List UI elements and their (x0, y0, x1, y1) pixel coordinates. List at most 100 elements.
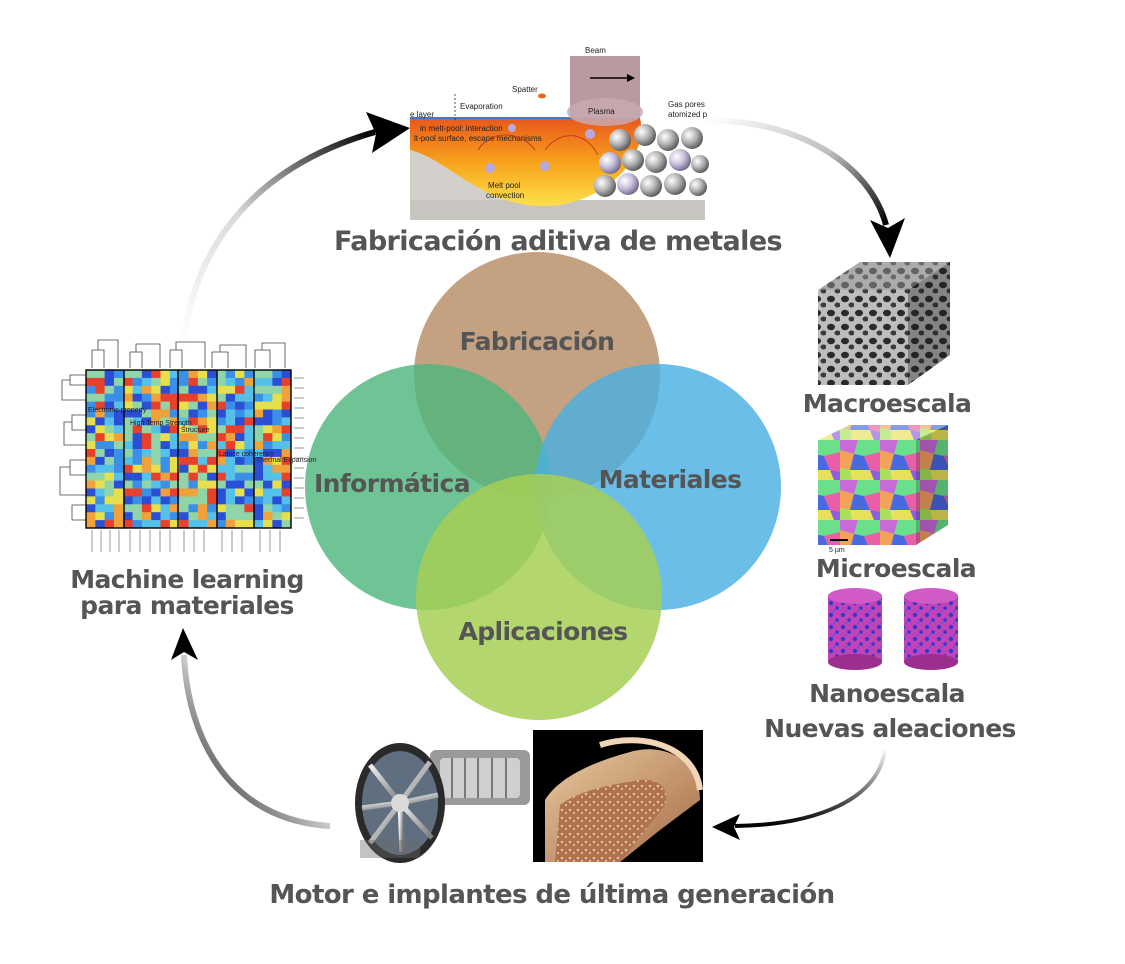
heatmap-group-structure: Structure (181, 427, 210, 434)
heatmap-cell (207, 464, 217, 473)
heatmap-cell (216, 417, 227, 426)
heatmap-cell (244, 480, 255, 489)
heatmap-cell (132, 401, 143, 410)
heatmap-cell (263, 417, 273, 426)
heatmap-cell (95, 393, 105, 402)
heatmap-cell (188, 449, 199, 458)
heatmap-cell (95, 417, 105, 426)
heatmap-cell (197, 496, 208, 505)
heatmap-cell (188, 393, 199, 402)
heatmap-cell (132, 377, 143, 387)
heatmap-cell (141, 393, 152, 402)
heatmap-cell (207, 449, 217, 458)
heatmap-cell (207, 401, 217, 410)
heatmap-cell (188, 441, 199, 450)
heatmap-group-electronic: Electronic property (88, 407, 147, 414)
heatmap-cell (244, 393, 255, 402)
heatmap-cell (141, 512, 152, 521)
heatmap-cell (216, 504, 227, 513)
heatmap-cell (272, 441, 282, 450)
heatmap-cell (263, 433, 273, 442)
heatmap-cell (253, 504, 264, 513)
heatmap-cell (86, 488, 96, 497)
heatmap-cell (104, 472, 115, 481)
heatmap-cell (151, 488, 161, 497)
heatmap-cell (253, 496, 264, 505)
heatmap-cell (281, 449, 292, 458)
heatmap-cell (253, 433, 264, 442)
heatmap-cell (225, 409, 236, 418)
heatmap-cell (179, 504, 189, 513)
powder-bed (594, 124, 709, 197)
heatmap-cell (263, 456, 273, 466)
gas-pores-label: Gas pores (668, 100, 705, 109)
heatmap-cell (104, 377, 115, 387)
heatmap-cell (197, 464, 208, 473)
heatmap-group-lattice: Lattice coherency (219, 451, 274, 458)
heatmap-cell (132, 417, 143, 426)
layer-label: e layer (410, 110, 434, 119)
heatmap-cell (235, 401, 245, 410)
heatmap-cell (132, 385, 143, 394)
heatmap-cell (216, 449, 227, 458)
heatmap-cell (207, 480, 217, 489)
heatmap-cell (113, 488, 124, 497)
heatmap-cell (216, 464, 227, 473)
macro-foam-cube (818, 262, 950, 385)
heatmap-cell (123, 496, 133, 505)
heatmap-cell (216, 520, 227, 529)
heatmap-cell (263, 385, 273, 394)
heatmap-cell (95, 488, 105, 497)
heatmap-cell (132, 449, 143, 458)
heatmap-cell (132, 456, 143, 466)
heatmap-cell (263, 409, 273, 418)
venn-label-top: Fabricación (460, 327, 615, 356)
heatmap-cell (179, 520, 189, 529)
heatmap-cell (281, 488, 292, 497)
heatmap-cell (272, 512, 282, 521)
heatmap-cell (86, 409, 96, 418)
heatmap-cell (104, 441, 115, 450)
heatmap-cell (179, 425, 189, 434)
heatmap-cell (123, 464, 133, 473)
heatmap-cell (253, 464, 264, 473)
heatmap-cell (179, 488, 189, 497)
heatmap-cell (113, 377, 124, 387)
heatmap-cell (123, 480, 133, 489)
heatmap-cell (160, 425, 171, 434)
heatmap-cell (169, 520, 180, 529)
heatmap-cell (179, 433, 189, 442)
heatmap-cell (151, 472, 161, 481)
heatmap-cell (235, 520, 245, 529)
heatmap-cell (141, 480, 152, 489)
heatmap-cell (141, 449, 152, 458)
heatmap-cell (86, 433, 96, 442)
heatmap-cell (151, 456, 161, 466)
heatmap-cell (235, 417, 245, 426)
heatmap-cell (263, 472, 273, 481)
heatmap-cell (272, 370, 282, 379)
heatmap-cell (207, 409, 217, 418)
heatmap-cell (141, 425, 152, 434)
heatmap-cell (272, 377, 282, 387)
spatter-label: Spatter (512, 85, 538, 94)
heatmap-cell (169, 393, 180, 402)
heatmap-cell (216, 385, 227, 394)
heatmap-cell (86, 425, 96, 434)
heatmap-cell (207, 385, 217, 394)
heatmap-cell (95, 520, 105, 529)
heatmap-cell (95, 496, 105, 505)
heatmap-cell (263, 504, 273, 513)
heatmap-cell (272, 433, 282, 442)
heatmap-cell (169, 449, 180, 458)
heatmap-cell (86, 472, 96, 481)
heatmap-cell (225, 441, 236, 450)
heatmap-cell (244, 433, 255, 442)
heatmap-cell (244, 401, 255, 410)
heatmap-cell (244, 456, 255, 466)
heatmap-cell (272, 385, 282, 394)
heatmap-cell (141, 377, 152, 387)
heatmap-cell (235, 425, 245, 434)
heatmap-cell (104, 464, 115, 473)
heatmap-cell (197, 433, 208, 442)
